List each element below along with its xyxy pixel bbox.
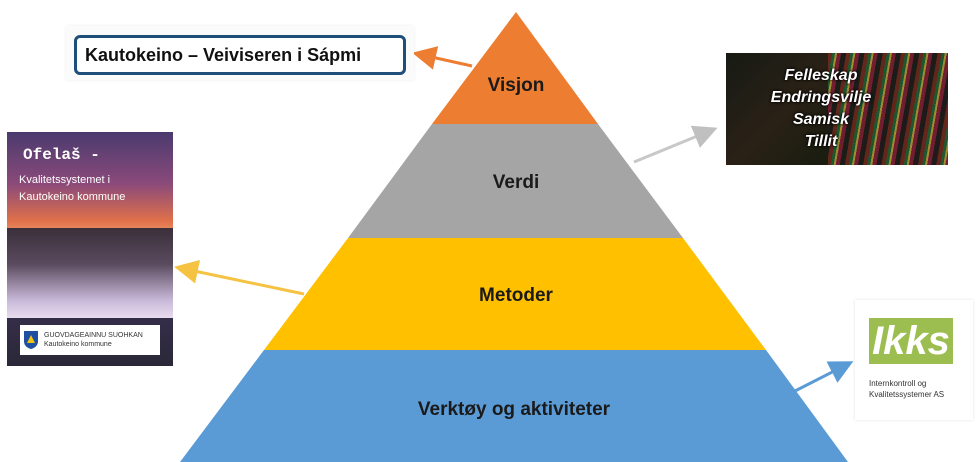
- values-card: Felleskap Endringsvilje Samisk Tillit: [726, 53, 948, 165]
- vision-box: Kautokeino – Veiviseren i Sápmi: [74, 35, 406, 75]
- textile-stripes-background: [828, 53, 948, 165]
- value-item-endringsvilje: Endringsvilje: [770, 89, 872, 106]
- arrow-metoder-to-booklet: [174, 259, 305, 296]
- vision-card: Kautokeino – Veiviseren i Sápmi: [66, 26, 414, 80]
- ikks-caption-line2: Kvalitetssystemer AS: [869, 390, 945, 399]
- value-item-felleskap: Felleskap: [784, 67, 858, 84]
- booklet-footer-line1: GUOVDAGEAINNU SUOHKAN: [44, 332, 143, 339]
- municipality-shield-icon: [24, 331, 38, 349]
- booklet-subtitle: Kvalitetssystemet i Kautokeino kommune: [19, 172, 169, 206]
- booklet-footer-line2: Kautokeino kommune: [44, 341, 112, 348]
- pyramid-tier-verdi: [348, 124, 683, 238]
- tier-label-visjon: Visjon: [488, 75, 545, 96]
- arrow-verktoy-to-ikks-logo: [792, 361, 854, 394]
- booklet-title: Ofelaš -: [23, 146, 100, 164]
- tier-label-verdi: Verdi: [493, 172, 539, 193]
- pyramid-tier-metoder: [264, 238, 766, 350]
- values-list: Felleskap Endringsvilje Samisk Tillit: [726, 65, 916, 153]
- ikks-logo-card: Ikks Internkontroll og Kvalitetssystemer…: [855, 300, 973, 420]
- ikks-caption-line1: Internkontroll og: [869, 379, 927, 388]
- booklet-landscape-image: [7, 228, 173, 318]
- pyramid-tier-visjon: [432, 12, 598, 124]
- booklet-footer: GUOVDAGEAINNU SUOHKAN Kautokeino kommune: [20, 325, 160, 355]
- vision-text: Kautokeino – Veiviseren i Sápmi: [85, 44, 362, 65]
- quality-system-booklet: Ofelaš - Kvalitetssystemet i Kautokeino …: [7, 132, 173, 366]
- value-item-samisk: Samisk: [792, 111, 850, 128]
- pyramid-tier-verktoy: [180, 350, 848, 462]
- tier-label-metoder: Metoder: [479, 285, 554, 306]
- ikks-logo-mark: Ikks: [869, 318, 953, 364]
- tier-label-verktoy: Verktøy og aktiviteter: [418, 399, 611, 420]
- booklet-subtitle-line2: Kautokeino kommune: [19, 191, 126, 203]
- arrow-visjon-to-vision-card: [412, 46, 473, 70]
- booklet-subtitle-line1: Kvalitetssystemet i: [19, 174, 111, 186]
- arrow-verdi-to-values-card: [633, 125, 718, 164]
- value-item-tillit: Tillit: [804, 133, 838, 150]
- booklet-footer-text: GUOVDAGEAINNU SUOHKAN Kautokeino kommune: [44, 331, 143, 349]
- ikks-logo-caption: Internkontroll og Kvalitetssystemer AS: [869, 378, 969, 400]
